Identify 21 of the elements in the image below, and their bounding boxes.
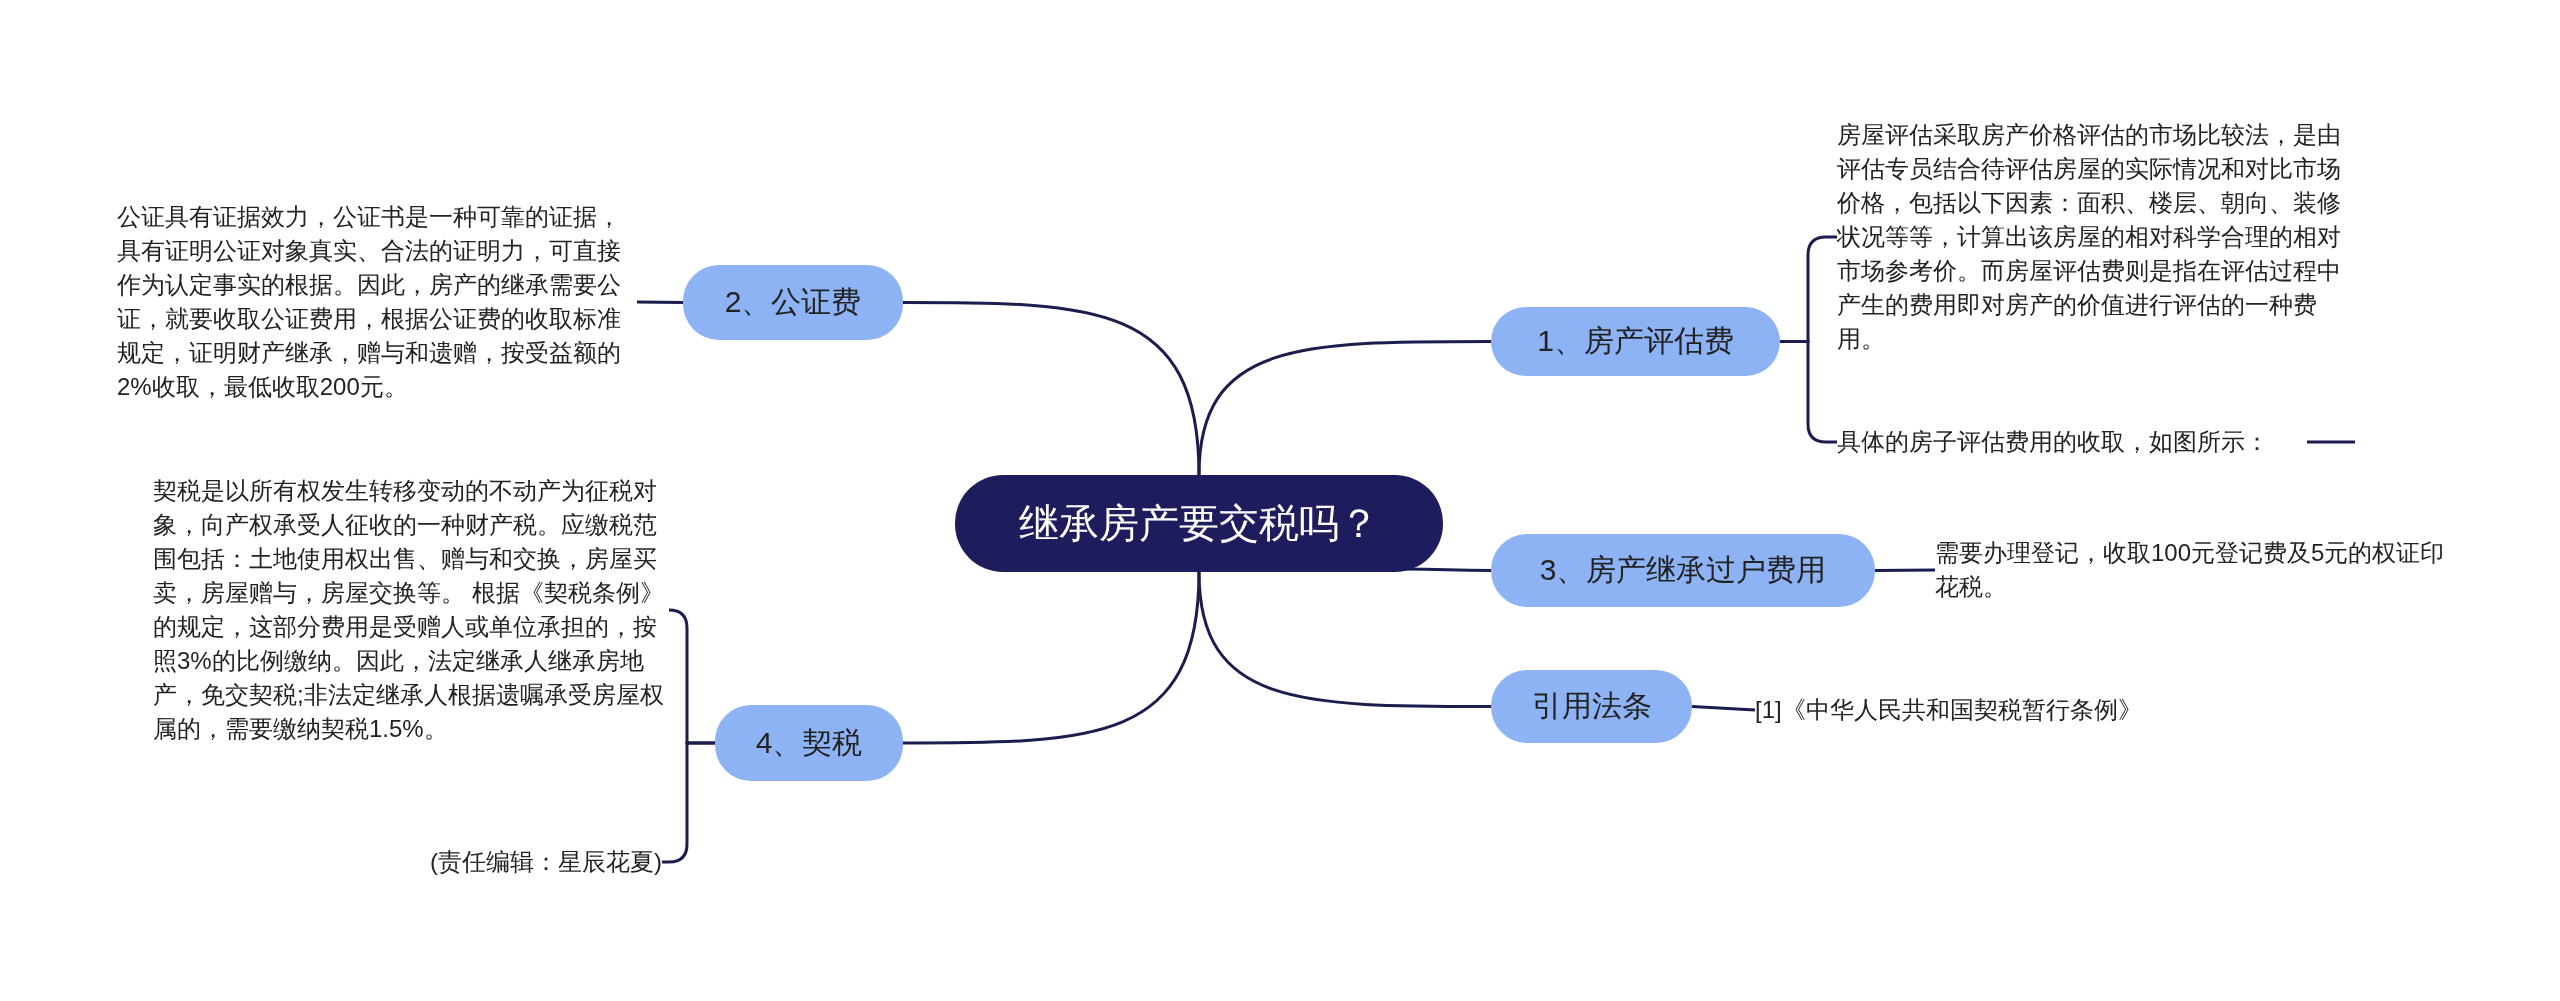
connector-line	[903, 571, 1201, 745]
connector-line	[1197, 340, 1491, 476]
connector-line	[1197, 571, 1491, 708]
note-text: 契税是以所有权发生转移变动的不动产为征税对象，向产权承受人征收的一种财产税。应缴税范围包括：土地使用权出售、赠与和交换，房屋买卖，房屋赠与，房屋交换等。 根据《契税条例》的规定，这部分费用是受赠人或单位承担的，按照3%的比例缴纳。因此，法定继承人继承房地产，免交契税;非法定继承人根据遗嘱承受房屋权属的，需要缴纳契税1.5%。	[153, 474, 669, 746]
topic-box: 引用法条	[1491, 670, 1692, 743]
note-text: [1]《中华人民共和国契税暂行条例》	[1755, 693, 2195, 727]
connector-line	[1875, 568, 1935, 572]
connector-line	[903, 301, 1201, 476]
connector-line	[2307, 440, 2355, 444]
topic-box: 2、公证费	[683, 265, 903, 340]
note-text: 房屋评估采取房产价格评估的市场比较法，是由评估专员结合待评估房屋的实际情况和对比市场价格，包括以下因素：面积、楼层、朝向、装修状况等等，计算出该房屋的相对科学合理的相对市场参考价。而房屋评估费则是指在评估过程中产生的费用即对房产的价值进行评估的一种费用。	[1837, 118, 2357, 356]
topic-box: 3、房产继承过户费用	[1491, 534, 1875, 607]
connector-line	[637, 300, 683, 304]
note-text: (责任编辑：星辰花夏)	[410, 845, 662, 879]
note-text: 具体的房子评估费用的收取，如图所示：	[1837, 425, 2297, 459]
central-topic-box: 继承房产要交税吗？	[955, 475, 1443, 572]
connector-line	[1691, 705, 1756, 712]
note-text: 需要办理登记，收取100元登记费及5元的权证印花税。	[1935, 536, 2445, 604]
topic-box: 4、契税	[715, 705, 903, 781]
topic-box: 1、房产评估费	[1491, 307, 1780, 376]
note-text: 公证具有证据效力，公证书是一种可靠的证据，具有证明公证对象真实、合法的证明力，可直接作为认定事实的根据。因此，房产的继承需要公证，就要收取公证费用，根据公证费的收取标准规定，证明财产继承，赠与和遗赠，按受益额的2%收取，最低收取200元。	[117, 200, 637, 404]
